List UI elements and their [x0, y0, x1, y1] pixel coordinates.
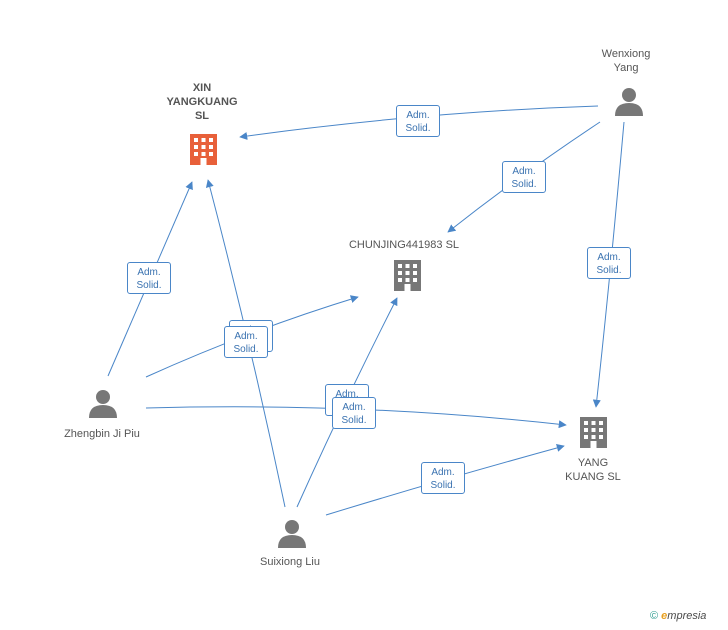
relation-badge[interactable]: Adm. Solid.: [421, 462, 465, 494]
relation-line: Adm.: [342, 402, 366, 413]
label-line: XIN: [192, 82, 212, 94]
relation-line: Solid.: [596, 265, 622, 276]
relation-line: Solid.: [233, 344, 259, 355]
person-icon: [615, 88, 643, 116]
copyright-footer[interactable]: © empresia: [650, 610, 706, 622]
relation-badge[interactable]: Adm. Solid.: [396, 105, 440, 137]
relation-line: Solid.: [430, 480, 456, 491]
person-icon: [89, 390, 117, 418]
copyright-icon: ©: [650, 610, 659, 622]
relation-line: Adm.: [512, 166, 536, 177]
relation-line: Adm.: [431, 467, 455, 478]
building-icon: [394, 260, 421, 291]
label-line: SL: [194, 110, 210, 122]
label-line: KUANG SL: [565, 471, 621, 483]
person-icon: [278, 520, 306, 548]
label-line: YANGKUANG: [166, 96, 238, 108]
brand-logo-e: e: [661, 610, 668, 622]
company-label-chunjing[interactable]: CHUNJING441983 SL: [348, 239, 460, 251]
building-icon: [190, 134, 217, 165]
company-label-xin-yangkuang[interactable]: XIN YANGKUANG SL: [150, 81, 254, 123]
edges: [107, 105, 625, 516]
relation-line: Adm.: [234, 331, 258, 342]
relation-badge[interactable]: Adm. Solid.: [502, 161, 546, 193]
relation-line: Adm.: [335, 389, 359, 400]
relation-line: Adm.: [406, 110, 430, 121]
person-label-wenxiong-yang[interactable]: Wenxiong Yang: [584, 47, 668, 75]
relation-badge[interactable]: Adm. Solid.: [332, 397, 376, 429]
brand-name: mpresia: [667, 610, 707, 622]
relation-badge[interactable]: Adm. Solid.: [127, 262, 171, 294]
relation-line: Solid.: [136, 280, 162, 291]
building-icon: [580, 417, 607, 448]
relation-line: Solid.: [511, 179, 537, 190]
relation-badge[interactable]: Adm. Solid.: [587, 247, 631, 279]
label-line: Yang: [613, 62, 639, 74]
label-line: Wenxiong: [601, 48, 651, 60]
relation-line: Adm.: [137, 267, 161, 278]
label-line: YANG: [577, 457, 609, 469]
relation-line: Solid.: [405, 123, 431, 134]
relation-line: Adm.: [597, 252, 621, 263]
person-label-zhengbin-ji-piu[interactable]: Zhengbin Ji Piu: [64, 428, 140, 440]
person-label-suixiong-liu[interactable]: Suixiong Liu: [260, 556, 320, 568]
relation-line: Solid.: [341, 415, 367, 426]
relation-badge[interactable]: Adm. Solid.: [224, 326, 268, 358]
company-label-yang-kuang[interactable]: YANG KUANG SL: [548, 456, 638, 484]
